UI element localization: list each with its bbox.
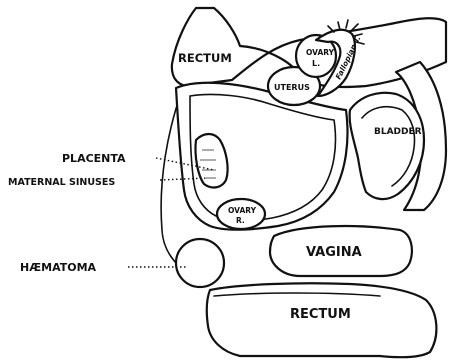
label-ovary-right-2: R.: [236, 216, 245, 225]
label-ovary-right-1: OVARY: [228, 206, 257, 215]
label-vagina: VAGINA: [306, 245, 362, 260]
label-ovary-left-1: OVARY: [306, 48, 335, 57]
label-uterus: UTERUS: [274, 83, 310, 92]
label-rectum-top: RECTUM: [178, 51, 232, 65]
label-placenta: PLACENTA: [62, 152, 126, 165]
bladder: [350, 93, 424, 199]
haematoma: [176, 239, 224, 287]
label-bladder: BLADDER: [374, 127, 422, 137]
label-maternal-sinuses: MATERNAL SINUSES: [8, 177, 115, 188]
label-haematoma: HÆMATOMA: [20, 261, 97, 274]
label-ovary-left-2: L.: [312, 59, 320, 68]
label-rectum-bottom: RECTUM: [290, 307, 351, 322]
